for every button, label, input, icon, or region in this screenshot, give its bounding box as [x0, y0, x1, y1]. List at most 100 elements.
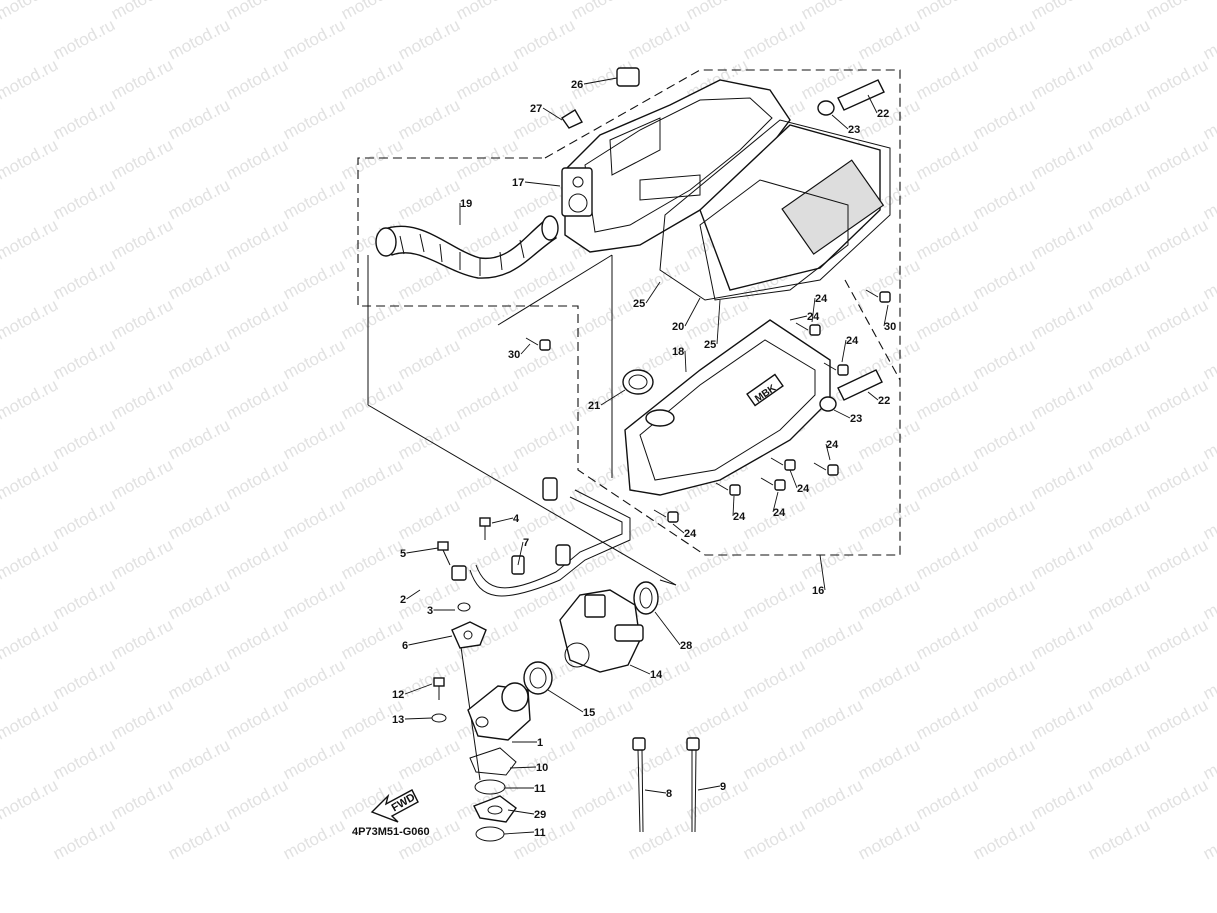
air-cleaner-cover — [624, 319, 831, 496]
watermark-text: motod.ru — [50, 15, 118, 63]
watermark-text: motod.ru — [855, 735, 923, 783]
watermark-text: motod.ru — [453, 135, 521, 183]
callout-label-22a: 22 — [877, 108, 889, 120]
watermark-text: motod.ru — [0, 55, 61, 103]
watermark-text: motod.ru — [453, 0, 521, 24]
watermark-text: motod.ru — [970, 415, 1038, 463]
watermark-text: motod.ru — [165, 495, 233, 543]
callout-leader-line — [789, 315, 808, 321]
watermark-text: motod.ru — [0, 295, 61, 343]
callout-leader-line — [507, 809, 535, 815]
watermark-text: motod.ru — [1143, 695, 1211, 743]
watermark-text: motod.ru — [50, 255, 118, 303]
assembly-outline-16 — [357, 69, 901, 556]
callout-leader-line — [600, 389, 626, 406]
watermark-text: motod.ru — [855, 495, 923, 543]
watermark-text: motod.ru — [1028, 215, 1096, 263]
watermark-text: motod.ru — [1028, 615, 1096, 663]
watermark-text: motod.ru — [1028, 775, 1096, 823]
watermark-text: motod.ru — [913, 775, 981, 823]
gasket-10 — [469, 747, 517, 776]
screw-icon — [760, 477, 786, 491]
watermark-text: motod.ru — [108, 55, 176, 103]
watermark-text: motod.ru — [223, 615, 291, 663]
watermark-text: motod.ru — [50, 735, 118, 783]
callout-label-23b: 23 — [850, 413, 862, 425]
watermark-text: motod.ru — [683, 295, 751, 343]
watermark-text: motod.ru — [280, 15, 348, 63]
callout-leader-line — [732, 495, 735, 517]
callout-label-24g: 24 — [684, 528, 697, 540]
watermark-text: motod.ru — [338, 135, 406, 183]
watermark-text: motod.ru — [510, 735, 578, 783]
watermark-text: motod.ru — [1143, 55, 1211, 103]
watermark-text: motod.ru — [165, 175, 233, 223]
watermark-text: motod.ru — [165, 815, 233, 863]
watermark-text: motod.ru — [1143, 455, 1211, 503]
callout-label-9: 9 — [720, 781, 726, 793]
carburetor-joint — [467, 682, 531, 741]
watermark-text: motod.ru — [280, 95, 348, 143]
watermark-text: motod.ru — [1143, 375, 1211, 423]
watermark-text: motod.ru — [280, 655, 348, 703]
watermark-text: motod.ru — [0, 695, 61, 743]
callout-leader-line — [583, 77, 618, 85]
callout-label-30b: 30 — [884, 321, 896, 333]
watermark-text: motod.ru — [223, 215, 291, 263]
watermark-text: motod.ru — [855, 415, 923, 463]
callout-label-24c: 24 — [826, 439, 839, 451]
callout-leader-line — [833, 409, 851, 419]
callout-leader-line — [841, 339, 847, 363]
watermark-text: motod.ru — [0, 135, 61, 183]
watermark-text: motod.ru — [395, 335, 463, 383]
watermark-text: motod.ru — [453, 295, 521, 343]
callout-label-19: 19 — [460, 198, 472, 210]
watermark-text: motod.ru — [223, 55, 291, 103]
screw-icon — [795, 322, 821, 336]
callout-leader-line — [547, 689, 584, 713]
callout-leader-line — [404, 717, 433, 720]
watermark-text: motod.ru — [683, 0, 751, 24]
watermark-text: motod.ru — [108, 455, 176, 503]
watermark-text: motod.ru — [740, 15, 808, 63]
callout-label-11a: 11 — [534, 783, 546, 795]
watermark-text: motod.ru — [223, 775, 291, 823]
callout-label-24d: 24 — [797, 483, 810, 495]
screw-icon — [653, 509, 679, 523]
drain-pipe-lower — [819, 369, 883, 412]
watermark-text: motod.ru — [0, 615, 61, 663]
diagram-code: 4P73M51-G060 — [352, 826, 430, 838]
watermark-text: motod.ru — [1085, 575, 1153, 623]
watermark-text: motod.ru — [395, 15, 463, 63]
throttle-body — [559, 589, 644, 673]
callout-leader-line — [867, 391, 879, 401]
watermark-text: motod.ru — [453, 455, 521, 503]
watermark-text: motod.ru — [1028, 375, 1096, 423]
watermark-text: motod.ru — [280, 495, 348, 543]
callout-leader-line — [697, 785, 721, 791]
watermark-text: motod.ru — [913, 135, 981, 183]
watermark-text: motod.ru — [165, 575, 233, 623]
air-filter-element — [659, 119, 891, 301]
callout-label-18: 18 — [672, 346, 684, 358]
watermark-text: motod.ru — [395, 815, 463, 863]
bolt-12 — [433, 677, 445, 700]
callout-label-21: 21 — [588, 400, 600, 412]
watermark-text: motod.ru — [568, 0, 636, 24]
watermark-text: motod.ru — [510, 415, 578, 463]
watermark-text: motod.ru — [280, 175, 348, 223]
callout-label-11b: 11 — [534, 827, 546, 839]
callout-label-15: 15 — [583, 707, 595, 719]
screw-icon — [770, 457, 796, 471]
callout-leader-line — [672, 523, 685, 534]
watermark-text: motod.ru — [223, 375, 291, 423]
watermark-text: motod.ru — [970, 495, 1038, 543]
watermark-text: motod.ru — [1028, 135, 1096, 183]
watermark-text: motod.ru — [338, 455, 406, 503]
callout-leader-line — [867, 94, 878, 114]
watermark-text: motod.ru — [1085, 255, 1153, 303]
watermark-text: motod.ru — [568, 695, 636, 743]
watermark-text: motod.ru — [913, 615, 981, 663]
watermark-text: motod.ru — [165, 95, 233, 143]
